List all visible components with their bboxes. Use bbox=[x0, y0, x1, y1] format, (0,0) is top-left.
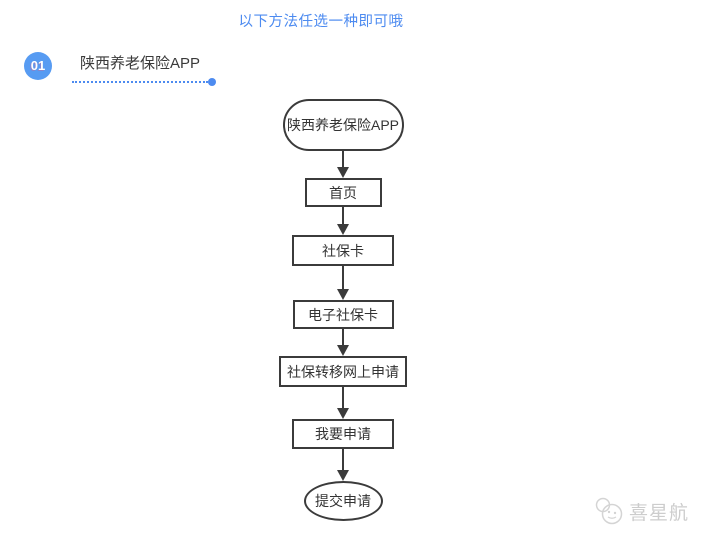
flow-arrow-icon bbox=[336, 151, 350, 178]
flow-arrow-icon bbox=[336, 329, 350, 356]
flow-node-social-security-card: 社保卡 bbox=[292, 235, 394, 266]
flow-node-i-want-to-apply: 我要申请 bbox=[292, 419, 394, 449]
flow-arrow-icon bbox=[336, 207, 350, 235]
flow-arrow-icon bbox=[336, 449, 350, 481]
section-title-text: 陕西养老保险APP bbox=[79, 55, 200, 72]
watermark: 喜星航 bbox=[594, 497, 689, 525]
xixinghang-logo-icon bbox=[595, 497, 623, 525]
watermark-text: 喜星航 bbox=[629, 502, 690, 524]
flow-node-submit-application: 提交申请 bbox=[303, 481, 383, 521]
flow-node-e-social-security-card: 电子社保卡 bbox=[292, 300, 394, 329]
header-note: 以下方法任选一种即可哦 bbox=[238, 14, 404, 30]
flowchart: 陕西养老保险APP 首页 社保卡 电子社保卡 社保转移网上申请 我要申请 提交申… bbox=[279, 99, 407, 521]
underline-end-dot-icon bbox=[208, 78, 216, 86]
flow-arrow-icon bbox=[336, 387, 350, 419]
flow-node-home: 首页 bbox=[304, 178, 382, 207]
step-number-badge: 01 bbox=[24, 52, 52, 80]
section-title: 陕西养老保险APP bbox=[72, 52, 216, 86]
flow-arrow-icon bbox=[336, 266, 350, 300]
flow-node-transfer-online-application: 社保转移网上申请 bbox=[279, 356, 407, 387]
flow-node-app: 陕西养老保险APP bbox=[282, 99, 404, 151]
